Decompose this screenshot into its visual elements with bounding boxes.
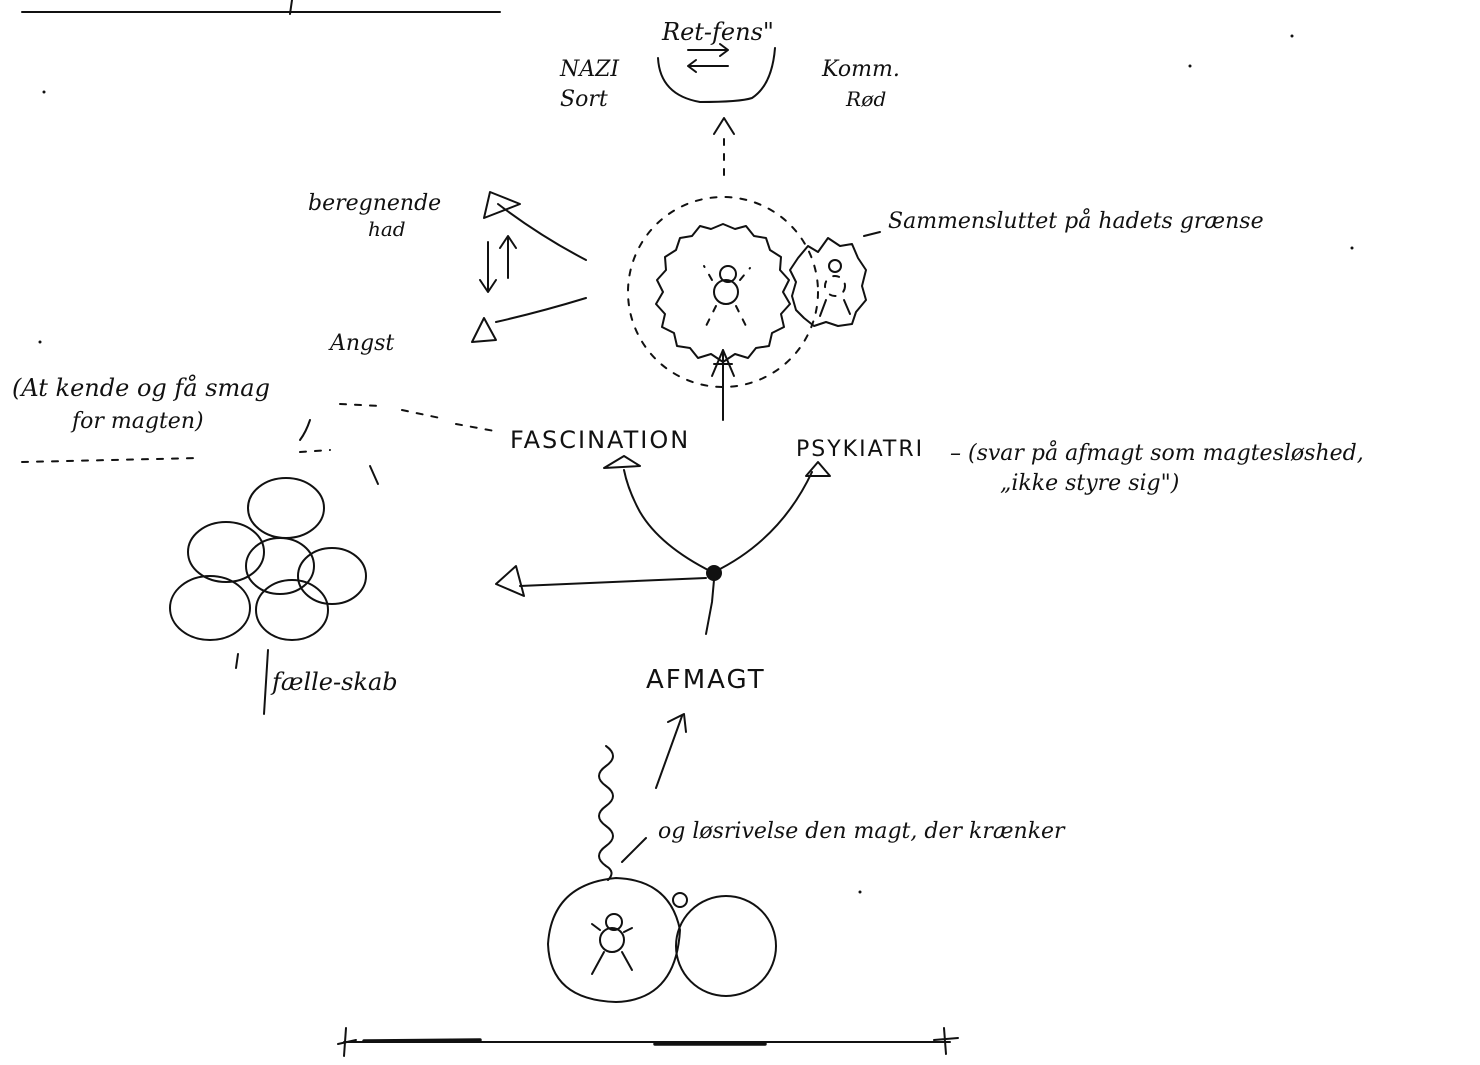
community-label: fælle-skab xyxy=(270,668,398,696)
wavy-line xyxy=(598,745,614,881)
psychiatry-note-line2: „ikke styre sig") xyxy=(1000,471,1179,496)
to-powerlessness-arrowhead-icon xyxy=(667,713,687,733)
top-bowl-curve xyxy=(657,47,776,103)
community-mark xyxy=(235,649,269,715)
psychiatry-note-line1: – (svar på afmagt som magtesløshed, xyxy=(950,439,1364,466)
fascination-note-line2: for magten) xyxy=(70,409,204,434)
community-ellipse-4 xyxy=(297,547,367,605)
nazi-label: NAZI xyxy=(559,57,620,82)
branch-node xyxy=(495,455,831,635)
left-dashed-divider xyxy=(21,449,331,463)
hate-arrow-line xyxy=(497,203,587,261)
bottom-timeline xyxy=(337,1027,959,1057)
stray-dot xyxy=(38,340,42,344)
fascination-label: FASCINATION xyxy=(510,426,690,454)
sort-label: Sort xyxy=(560,87,608,112)
to-powerlessness-arrow xyxy=(655,715,683,789)
bidirectional-arrow-icon xyxy=(687,43,729,73)
fascination-note-line1: (At kende og få smag xyxy=(12,373,270,402)
top-cluster: Ret-fens" NAZI Sort Komm. Rød xyxy=(559,18,900,112)
fusion-label: Sammensluttet på hadets grænse xyxy=(888,207,1264,234)
note-to-fascination-dashes xyxy=(339,403,501,433)
timeline-thick-left xyxy=(362,1038,482,1043)
bottom-figure-limbs xyxy=(591,923,633,975)
stray-dot xyxy=(1290,34,1294,38)
stray-dot xyxy=(858,890,862,894)
bottom-figure-body xyxy=(599,927,625,953)
hate-arrowhead-icon xyxy=(483,191,521,219)
stray-dot xyxy=(42,90,46,94)
psychiatry-label: PSYKIATRI xyxy=(796,437,924,462)
fascination-arrowhead-icon xyxy=(603,455,641,469)
branch-stem xyxy=(705,579,715,635)
top-left-tick xyxy=(289,0,293,15)
community-ellipse-5 xyxy=(169,575,251,641)
rod-label: Rød xyxy=(845,87,886,111)
injury-leader-line xyxy=(621,837,647,863)
bottom-circle-right xyxy=(675,895,777,997)
injury-note: og løsrivelse den magt, der krænker xyxy=(658,819,1066,844)
bottom-pair xyxy=(547,877,777,1003)
timeline-start-tick xyxy=(337,1027,357,1057)
community-cluster xyxy=(169,477,367,641)
central-figure xyxy=(627,196,881,388)
community-ellipse-6 xyxy=(255,579,329,641)
community-ellipse-3 xyxy=(245,537,315,595)
central-up-arrowhead-icon xyxy=(711,349,735,377)
neighbor-body xyxy=(824,275,846,297)
community-ellipse-2 xyxy=(187,521,265,583)
fear-arrow-line xyxy=(495,297,587,323)
ret-fens-label: Ret-fens" xyxy=(661,18,774,46)
fear-label: Angst xyxy=(328,331,394,356)
bottom-circle-left xyxy=(547,877,681,1003)
fusion-leader-line xyxy=(863,231,881,237)
branch-left-curve xyxy=(623,469,713,573)
stray-dot xyxy=(1350,246,1354,250)
figure-limbs xyxy=(703,265,751,327)
hate-label-line2: had xyxy=(368,217,406,241)
figure-head xyxy=(719,265,737,283)
branch-left-line xyxy=(519,577,707,587)
neighbor-limbs xyxy=(819,299,851,317)
emotion-branch: beregnende had Angst xyxy=(308,191,587,356)
community-ellipse-1 xyxy=(247,477,325,539)
note-tail-curve xyxy=(299,419,379,485)
branch-node-dot xyxy=(706,565,722,581)
dashed-up-arrowhead-icon xyxy=(713,117,735,135)
stray-dot xyxy=(1188,64,1192,68)
bottom-figure-head xyxy=(605,913,623,931)
neighbor-jagged-shape xyxy=(789,237,867,327)
neighbor-head xyxy=(828,259,842,273)
hate-label-line1: beregnende xyxy=(308,191,441,216)
figure-body xyxy=(713,279,739,305)
fear-arrowhead-icon xyxy=(471,317,497,343)
komm-label: Komm. xyxy=(821,57,900,82)
branch-right-curve xyxy=(713,471,813,573)
community-arrowhead-icon xyxy=(495,565,525,597)
bottom-small-mark xyxy=(672,892,688,908)
jagged-circle xyxy=(655,223,791,363)
psychiatry-arrowhead-icon xyxy=(805,461,831,477)
timeline-end-tick xyxy=(933,1027,959,1055)
powerlessness-label: AFMAGT xyxy=(646,665,766,695)
down-up-arrows-icon xyxy=(479,235,517,293)
